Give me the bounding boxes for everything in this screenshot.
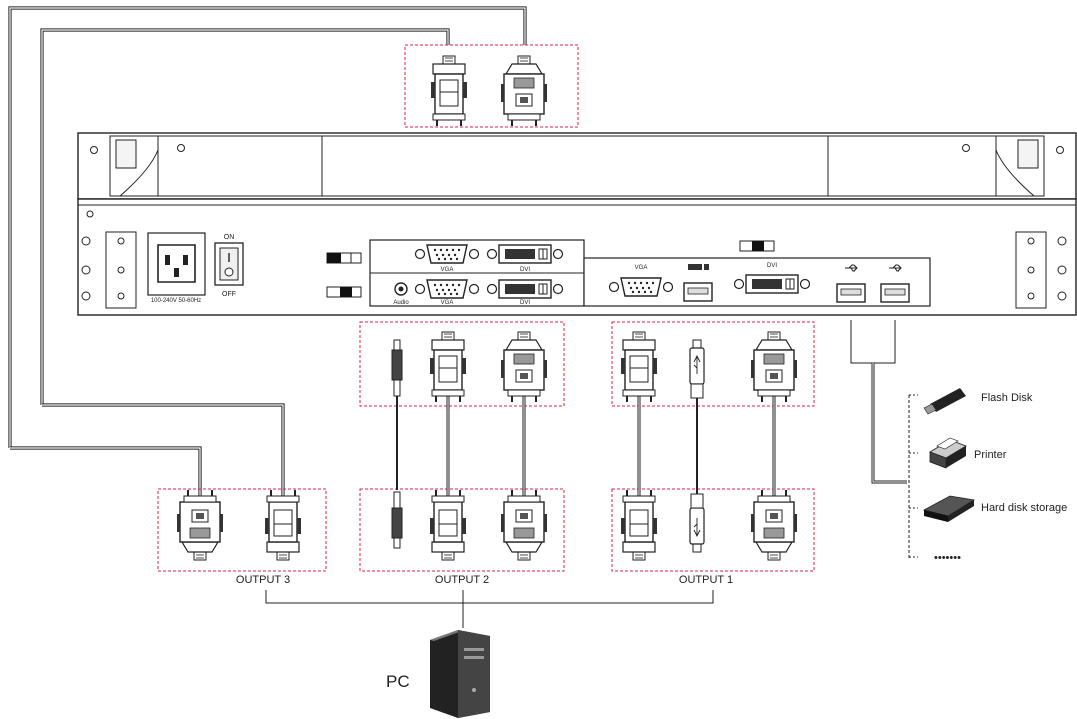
output-2-label: OUTPUT 2 [435,574,489,586]
audio-connector-bottom [391,491,403,549]
switch-off-label: OFF [222,291,236,298]
printer-icon [929,437,967,469]
vga-connector-top [620,331,658,403]
cable-lines [8,6,527,500]
power-rating-label: 100-240V 50-60Hz [151,298,201,304]
right-dvi-label: DVI [767,263,777,269]
right-usb-port[interactable] [683,282,713,302]
output-1-label: OUTPUT 1 [679,574,733,586]
right-vga-label: VGA [635,265,648,271]
switch-on-label: ON [224,234,235,241]
printer-label: Printer [974,449,1007,461]
vga-connector-bottom [429,489,467,561]
pc-icon [430,630,490,718]
pc-connection-lines [265,590,714,628]
usb-port-2[interactable] [880,283,910,303]
dvi-connector-top [750,331,798,403]
vga-connector-bottom [264,489,302,561]
dvi-connector-bottom [750,489,798,561]
flash-disk-icon [923,388,966,415]
output-1-cables [611,321,815,572]
bottom-dvi-port[interactable] [486,279,564,299]
output-2-cables [359,321,565,572]
vga-connector-bottom [620,489,658,561]
usb-connector-top [689,339,705,399]
usb-port-1[interactable] [836,283,866,303]
dvi-connector-bottom [176,489,224,561]
dvi-connector-bottom [500,489,548,561]
power-switch[interactable] [214,242,244,286]
top-vga-label: VGA [441,267,454,273]
output-3-label: OUTPUT 3 [236,574,290,586]
bottom-vga-label: VGA [441,300,454,306]
power-inlet [147,232,206,296]
hard-disk-label: Hard disk storage [981,502,1067,514]
pc-label: PC [386,672,410,691]
output-3-cables [157,488,327,572]
right-dvi-port[interactable] [733,274,811,294]
hdmi-icon [688,264,709,270]
top-dvi-port[interactable] [486,244,564,264]
bottom-dvi-label: DVI [520,300,530,306]
dip-switch-1[interactable] [326,252,362,264]
vga-connector-top [429,331,467,403]
dvi-connector-top [500,331,548,403]
top-cable-group [404,44,579,128]
top-vga-connector [430,55,468,127]
dip-switch-3[interactable] [739,240,775,252]
flash-disk-label: Flash Disk [981,392,1033,404]
audio-label: Audio [393,300,409,306]
hard-disk-icon [922,495,976,522]
top-dvi-connector [500,55,548,127]
usb-connector-bottom [689,493,705,553]
top-dvi-label: DVI [520,267,530,273]
dip-switch-2[interactable] [326,286,362,298]
more-devices-label: ••••••• [934,552,961,564]
peripheral-hub-lines [850,320,918,560]
kvm-chassis: 100-240V 50-60Hz ON OFF VGA [77,132,1077,316]
audio-connector-top [391,339,403,397]
audio-port[interactable] [394,282,408,296]
